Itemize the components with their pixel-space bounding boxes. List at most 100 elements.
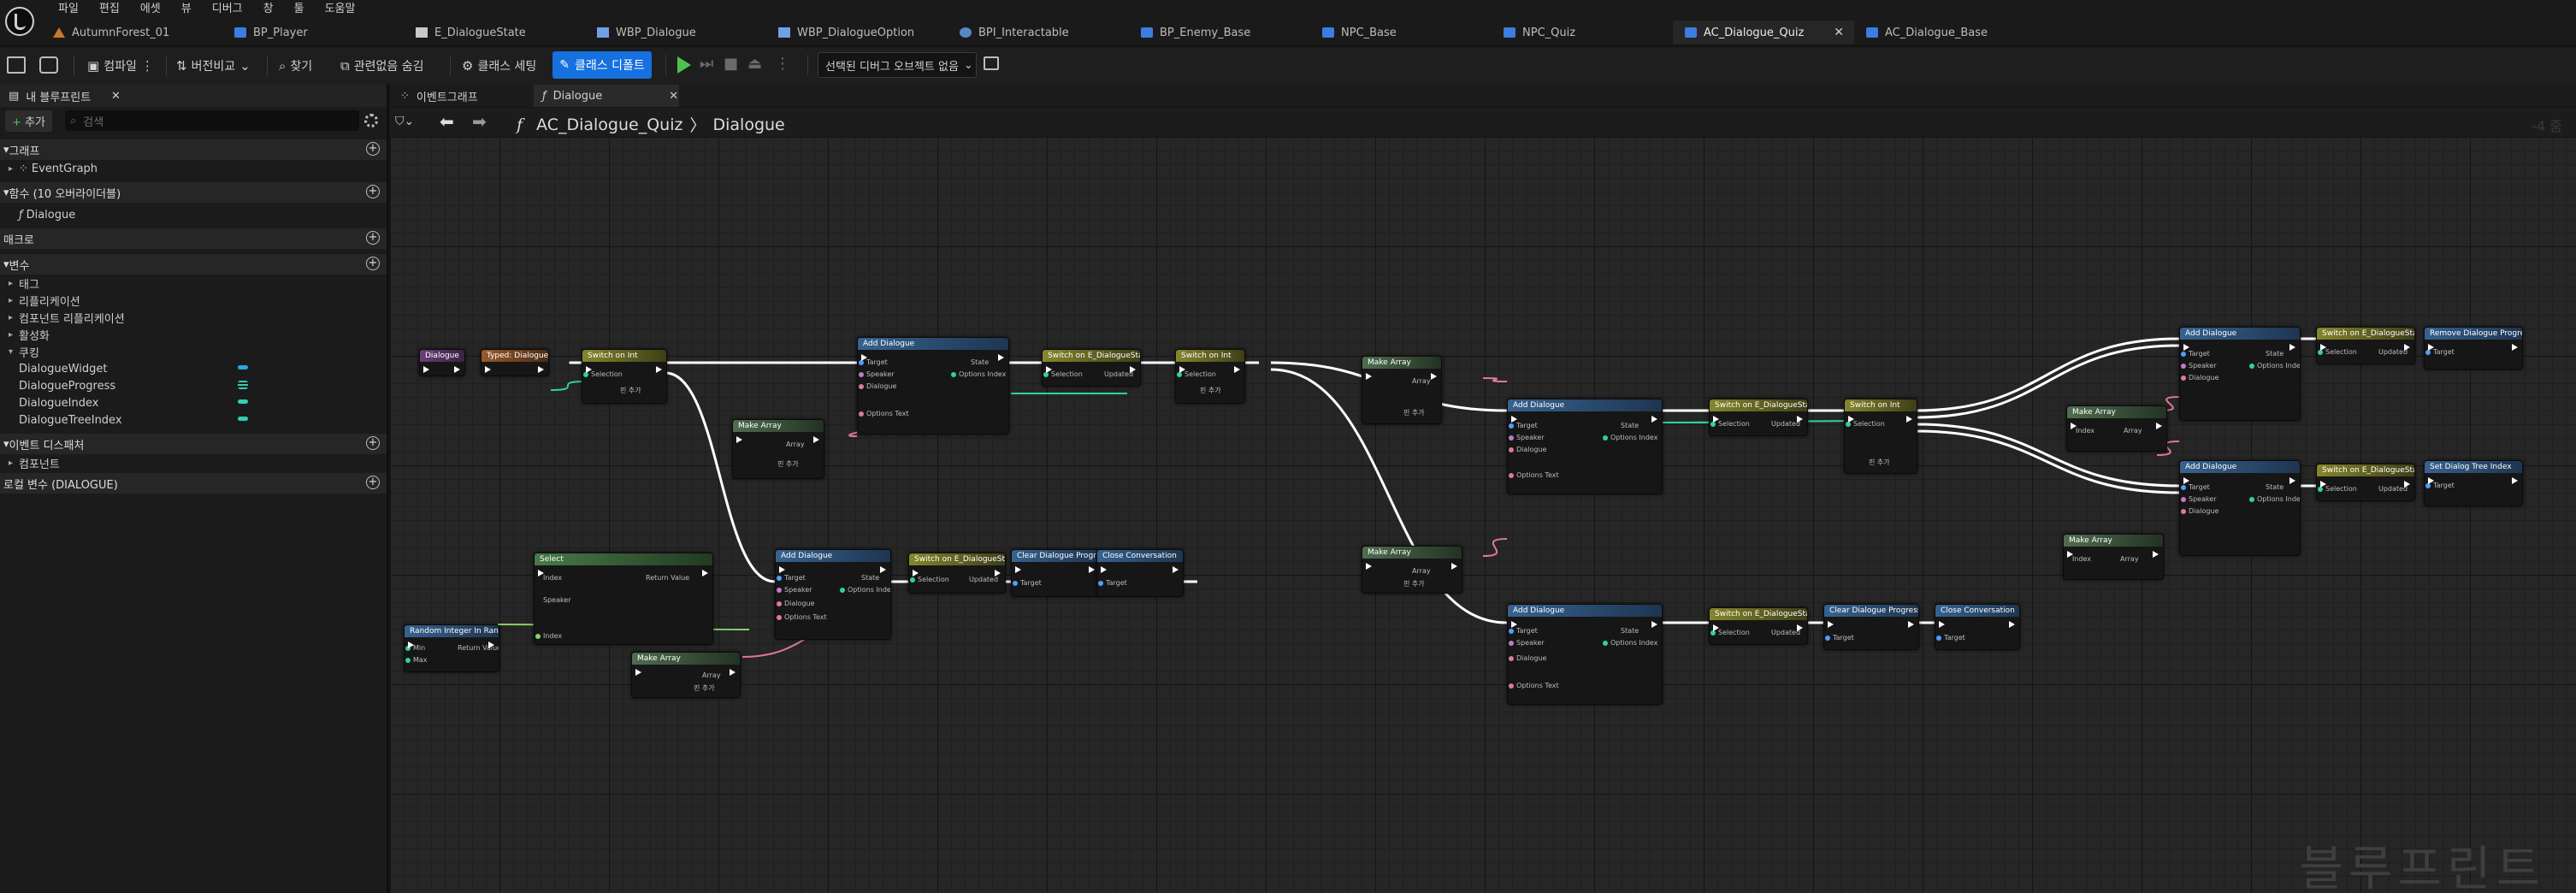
play-options-icon[interactable]: ⋮	[775, 55, 790, 73]
exec-out-pin[interactable]	[1797, 624, 1803, 631]
data-pin[interactable]	[1603, 435, 1608, 441]
data-pin[interactable]	[2249, 497, 2254, 502]
data-pin[interactable]	[777, 588, 782, 593]
variable-group-cooking[interactable]: ▾쿠킹	[0, 343, 387, 360]
exec-out-pin[interactable]	[454, 366, 460, 373]
menu-file[interactable]: 파일	[58, 3, 79, 15]
data-pin[interactable]	[2425, 483, 2431, 488]
add-local-variable-icon[interactable]: +	[366, 476, 380, 489]
exec-out-pin[interactable]	[702, 570, 708, 577]
tab-npc-quiz[interactable]: NPC_Quiz	[1492, 21, 1673, 44]
exec-in-pin[interactable]	[2320, 481, 2326, 488]
step-button[interactable]: ⏭	[700, 55, 714, 73]
exec-out-pin[interactable]	[1451, 563, 1457, 570]
exec-in-pin[interactable]	[1366, 563, 1372, 570]
exec-in-pin[interactable]	[635, 669, 641, 676]
data-pin[interactable]	[405, 646, 411, 651]
tab-npc-base[interactable]: NPC_Base	[1310, 21, 1492, 44]
tab-wbp-dialogue[interactable]: WBP_Dialogue	[585, 21, 766, 44]
tab-ac-dialogue-quiz[interactable]: AC_Dialogue_Quiz✕	[1673, 21, 1854, 44]
close-icon[interactable]: ✕	[111, 89, 121, 103]
data-pin[interactable]	[1936, 636, 1941, 641]
exec-out-pin[interactable]	[1173, 566, 1179, 573]
close-icon[interactable]: ✕	[1834, 26, 1844, 39]
switch-enum-node-6[interactable]: Switch on E_DialogueStateSelectionUpdate…	[908, 553, 1006, 594]
exec-in-pin[interactable]	[2320, 344, 2326, 351]
exec-in-pin[interactable]	[2071, 423, 2077, 429]
exec-in-pin[interactable]	[1366, 373, 1372, 380]
graph-item-eventgraph[interactable]: ▸⁘EventGraph	[0, 160, 387, 177]
add-graph-icon[interactable]: +	[366, 142, 380, 156]
exec-in-pin[interactable]	[1015, 566, 1021, 573]
exec-in-pin[interactable]	[586, 366, 592, 373]
exec-out-pin[interactable]	[488, 642, 494, 648]
exec-in-pin[interactable]	[2183, 344, 2189, 351]
unreal-logo-icon[interactable]	[5, 7, 34, 36]
exec-out-pin[interactable]	[2153, 551, 2159, 558]
data-pin[interactable]	[1825, 636, 1830, 641]
exec-out-pin[interactable]	[2289, 477, 2295, 484]
section-local-variables[interactable]: 로컬 변수 (DIALOGUE)+	[0, 473, 387, 494]
data-pin[interactable]	[859, 372, 864, 377]
data-pin[interactable]	[1509, 473, 1514, 478]
tab-event-graph[interactable]: ⁘이벤트그래프	[395, 85, 537, 107]
section-macros[interactable]: 매크로+	[0, 228, 387, 249]
data-pin[interactable]	[2181, 352, 2186, 357]
exec-in-pin[interactable]	[1713, 624, 1719, 631]
exec-out-pin[interactable]	[2404, 344, 2410, 351]
exec-out-pin[interactable]	[1651, 621, 1657, 628]
data-pin[interactable]	[1509, 656, 1514, 661]
exec-out-pin[interactable]	[1130, 366, 1136, 373]
add-button[interactable]: + 추가	[5, 109, 52, 132]
exec-in-pin[interactable]	[2067, 551, 2073, 558]
data-pin[interactable]	[535, 634, 541, 639]
exec-out-pin[interactable]	[656, 366, 662, 373]
data-pin[interactable]	[777, 601, 782, 606]
variable-dialogueindex[interactable]: DialogueIndex	[0, 394, 387, 411]
exec-out-pin[interactable]	[1797, 416, 1803, 423]
exec-in-pin[interactable]	[1939, 621, 1945, 628]
tab-bpi-interactable[interactable]: BPI_Interactable	[948, 21, 1129, 44]
play-button[interactable]	[677, 56, 691, 74]
data-pin[interactable]	[1710, 422, 1716, 427]
exec-in-pin[interactable]	[1713, 416, 1719, 423]
exec-in-pin[interactable]	[2183, 477, 2189, 484]
data-pin[interactable]	[1098, 581, 1103, 586]
exec-out-pin[interactable]	[2289, 344, 2295, 351]
exec-out-pin[interactable]	[1651, 416, 1657, 423]
exec-in-pin[interactable]	[861, 354, 867, 361]
data-pin[interactable]	[859, 384, 864, 389]
data-pin[interactable]	[951, 372, 956, 377]
browse-icon[interactable]	[39, 56, 58, 74]
exec-in-pin[interactable]	[2428, 477, 2434, 484]
menu-debug[interactable]: 디버그	[211, 3, 243, 15]
exec-out-pin[interactable]	[730, 669, 736, 676]
class-defaults-button[interactable]: ✎클래스 디폴트	[552, 51, 652, 79]
tab-bp-enemy-base[interactable]: BP_Enemy_Base	[1129, 21, 1310, 44]
data-pin[interactable]	[859, 411, 864, 417]
exec-in-pin[interactable]	[1101, 566, 1107, 573]
section-graphs[interactable]: ▾그래프+	[0, 139, 387, 160]
exec-out-pin[interactable]	[2512, 477, 2518, 484]
add-function-icon[interactable]: +	[366, 185, 380, 198]
menu-edit[interactable]: 편집	[98, 3, 120, 15]
add-macro-icon[interactable]: +	[366, 231, 380, 245]
exec-in-pin[interactable]	[1848, 416, 1854, 423]
exec-out-pin[interactable]	[1908, 621, 1914, 628]
